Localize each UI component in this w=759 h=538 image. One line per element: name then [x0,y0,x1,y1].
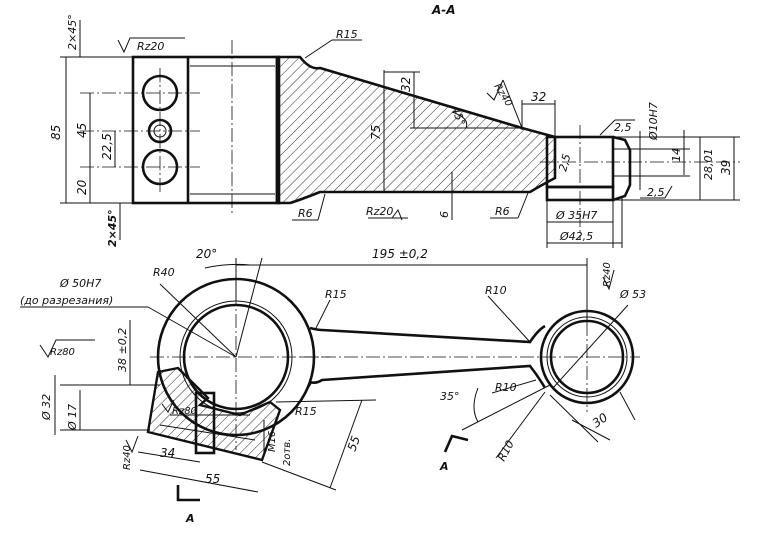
dim-38: 38 ±0,2 [116,328,129,372]
dim-2-5-top: 2,5 [614,121,632,134]
dim-195: 195 ±0,2 [372,247,428,261]
dim-phi42-5: Ø42,5 [559,230,593,243]
lower-plan-view: A A 195 ±0,2 20° R40 R15 R10 Ø 53 Rz40 Ø… [20,247,646,525]
section-mark-right: A [439,460,449,473]
roughness-rz80-hatch: Rz80 [172,406,197,417]
radius-r6-left: R6 [298,207,313,220]
dim-2-5-bottom: 2,5 [647,186,665,199]
dim-75: 75 [369,125,383,140]
left-boss-outline [131,55,281,205]
dim-45: 45 [75,123,89,138]
radius-r15-top: R15 [325,288,347,301]
radius-r10-bottom: R10 [495,438,517,463]
dim-85: 85 [49,125,63,140]
dim-28: 28,01 [702,149,715,181]
upper-section-view: 85 45 22,5 20 2×45° 2×45° Rz20 R15 75 32… [49,14,740,248]
dim-phi32: Ø 32 [40,394,53,421]
dim-phi17: Ø 17 [66,404,79,431]
section-mark-left: A [185,512,195,525]
radius-r10-mid: R10 [495,381,517,394]
dim-14: 14 [670,148,683,162]
radius-r40: R40 [153,266,175,279]
roughness-rz40-right: Rz40 [602,262,613,287]
radius-r15-upper: R15 [336,28,358,41]
note-before-cut: (до разрезания) [20,294,113,307]
dim-30: 30 [590,410,611,430]
roughness-bottom: Rz20 [366,205,393,218]
shank-section-hatched [275,55,557,205]
radius-r10-top: R10 [485,284,507,297]
section-title: A-A [431,3,456,17]
dim-20-degrees: 20° [196,247,217,261]
chamfer-top: 2×45° [66,14,79,50]
dim-phi10h7: Ø10H7 [647,102,660,141]
thread-m16: M16 [267,431,278,452]
dim-32-vertical: 32 [399,77,413,92]
dim-45-degrees: 45° [449,105,467,128]
dim-35-degrees: 35° [440,390,460,403]
roughness-rz40-upper: Rz40 [491,82,514,109]
dim-34: 34 [160,446,175,460]
chamfer-bottom: 2×45° [106,209,119,247]
radius-r6-right: R6 [495,205,510,218]
dim-32-horizontal: 32 [531,90,546,104]
dim-55-bottom: 55 [205,472,220,486]
radius-r15-bottom: R15 [295,405,317,418]
dim-6: 6 [438,211,451,218]
rod-shank [309,324,546,344]
dim-phi53: Ø 53 [619,288,646,301]
roughness-rz40-bottom: Rz40 [122,445,133,470]
dim-39: 39 [719,160,733,175]
dim-20: 20 [75,179,89,195]
dim-2-5-mid: 2,5 [556,153,573,173]
dim-phi35h7: Ø 35H7 [555,209,597,222]
dim-55-right: 55 [345,434,363,453]
dim-phi50h7: Ø 50H7 [59,277,101,290]
note-2-holes: 2отв. [282,439,293,466]
roughness-top: Rz20 [137,40,164,53]
roughness-rz80-left: Rz80 [50,347,75,358]
dim-22-5: 22,5 [100,133,114,160]
